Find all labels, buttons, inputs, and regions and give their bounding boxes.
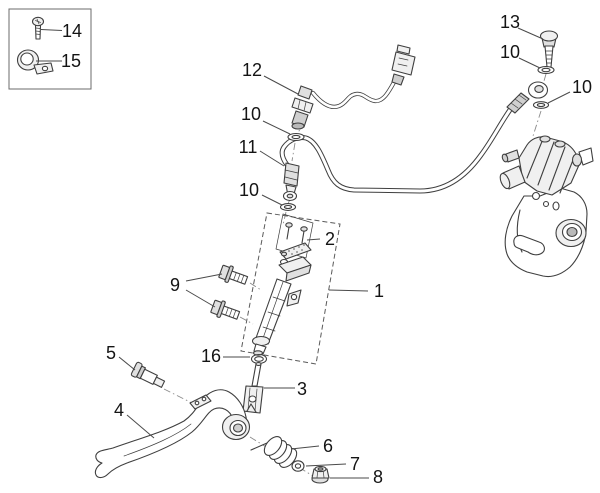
callout-4: 4 — [113, 400, 125, 420]
part-washer-7 — [291, 460, 305, 472]
part-clamp-screw-14 — [31, 16, 45, 40]
callout-10d: 10 — [571, 77, 593, 97]
part-master-cylinder-1 — [251, 256, 312, 356]
callout-6: 6 — [322, 436, 334, 456]
callout-14: 14 — [61, 21, 83, 41]
part-washer-10-caliper — [532, 101, 550, 109]
part-washer-10-hose — [279, 203, 297, 211]
hose-banjo-eye — [527, 81, 549, 99]
part-washer-10-switch — [287, 132, 305, 142]
inset-box — [8, 8, 92, 90]
callout-16: 16 — [200, 346, 222, 366]
part-cap-kit-2 — [275, 213, 314, 260]
callout-10a: 10 — [240, 104, 262, 124]
hose-crimp — [506, 92, 530, 114]
kit-box-dashed — [240, 212, 341, 365]
part-return-spring-6 — [250, 436, 298, 468]
cap-screws — [285, 222, 308, 244]
callout-2: 2 — [324, 229, 336, 249]
connector — [391, 44, 416, 86]
part-hose-clamp-15 — [16, 49, 54, 75]
part-brake-light-switch-12 — [291, 44, 416, 130]
switch-body — [291, 85, 314, 130]
part-washer-10-top — [537, 65, 555, 75]
callout-12: 12 — [241, 60, 263, 80]
part-brake-hose-11 — [279, 81, 549, 202]
callout-9: 9 — [169, 275, 181, 295]
callout-8: 8 — [372, 467, 384, 487]
part-brake-caliper — [499, 135, 594, 278]
callout-13: 13 — [499, 12, 521, 32]
part-bolts-9 — [210, 264, 249, 320]
callout-10c: 10 — [499, 42, 521, 62]
reservoir-cap — [279, 242, 312, 260]
part-banjo-bolt-13 — [539, 30, 559, 68]
callout-11: 11 — [238, 137, 258, 157]
callout-7: 7 — [349, 454, 361, 474]
part-clevis-pin-5 — [130, 361, 166, 388]
leader-lines — [36, 27, 571, 479]
callout-5: 5 — [105, 343, 117, 363]
part-brake-pedal-4 — [94, 389, 251, 479]
part-nut-8 — [311, 465, 330, 484]
part-push-rod-3 — [242, 361, 264, 414]
hose-mc-fitting — [282, 162, 300, 202]
callout-10b: 10 — [238, 180, 260, 200]
callout-1: 1 — [373, 281, 385, 301]
callout-3: 3 — [296, 379, 308, 399]
callout-15: 15 — [60, 51, 82, 71]
